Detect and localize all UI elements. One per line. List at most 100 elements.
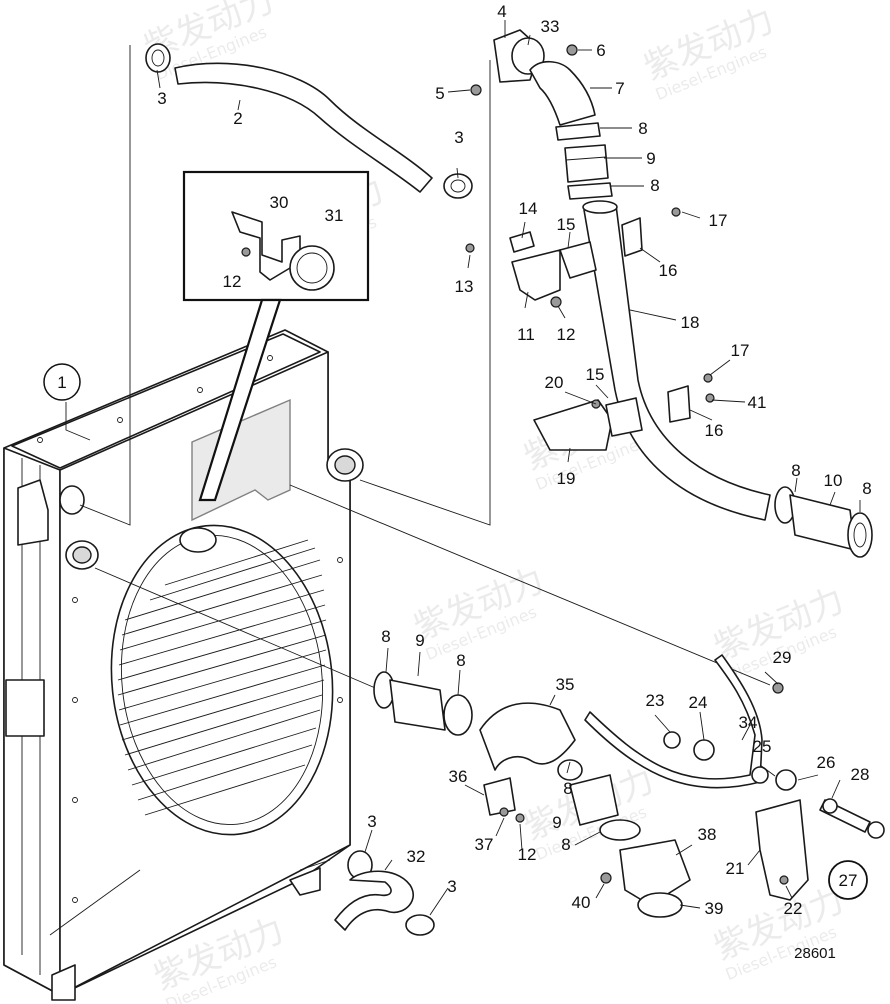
- upper-coolant-hose-group: [145, 43, 473, 199]
- part-39-gasket: [637, 892, 683, 918]
- label-3: 3: [454, 128, 463, 147]
- part-9-sleeve-left: [389, 679, 446, 731]
- lower-charge-air-group: [373, 654, 885, 918]
- label-13: 13: [455, 277, 474, 296]
- label-19: 19: [557, 469, 576, 488]
- label-8: 8: [862, 479, 871, 498]
- label-15: 15: [557, 215, 576, 234]
- part-8-clamp-upper: [555, 122, 601, 141]
- label-12: 12: [518, 845, 537, 864]
- part-8-clamp-right-b: [847, 512, 873, 558]
- label-17: 17: [709, 211, 728, 230]
- part-23-washer: [663, 731, 681, 749]
- label-17: 17: [731, 341, 750, 360]
- detail-frame: [182, 170, 370, 302]
- label-12: 12: [223, 272, 242, 291]
- label-9: 9: [552, 813, 561, 832]
- part-11-bracket: [511, 249, 561, 301]
- label-33: 33: [541, 17, 560, 36]
- part-36-bracket: [483, 777, 516, 816]
- part-24-bushing: [693, 739, 715, 761]
- label-28: 28: [851, 765, 870, 784]
- part-9-sleeve: [564, 144, 609, 183]
- part-34-stay: [584, 654, 763, 789]
- watermark-logo: 紫发动力 Diesel-Engines: [638, 0, 779, 104]
- label-9: 9: [415, 631, 424, 650]
- part-13-bolt: [465, 243, 475, 253]
- label-11: 11: [517, 325, 535, 344]
- label-30: 30: [270, 193, 289, 212]
- label-8: 8: [381, 627, 390, 646]
- label-9: 9: [646, 149, 655, 168]
- radiator-nameplate: [5, 679, 45, 737]
- callout-1-circle: [43, 363, 81, 401]
- part-16-upper-plate: [621, 217, 643, 257]
- part-18-pipe: [583, 204, 771, 521]
- part-19-bracket: [533, 399, 613, 451]
- label-41: 41: [748, 393, 767, 412]
- label-12: 12: [557, 325, 576, 344]
- part-12-upper-bolt: [550, 296, 562, 308]
- label-3: 3: [367, 812, 376, 831]
- part-12-lower-bolt: [515, 813, 525, 823]
- label-16: 16: [705, 421, 724, 440]
- callout-leaders: [65, 20, 861, 916]
- part-9-sleeve-lower: [569, 774, 619, 826]
- frame-bolts: [37, 355, 343, 903]
- label-31: 31: [325, 206, 344, 225]
- label-10: 10: [824, 471, 843, 490]
- part-15-lower-clamp: [605, 397, 643, 437]
- radiator-left-bracket: [17, 479, 49, 546]
- label-8: 8: [638, 119, 647, 138]
- label-37: 37: [475, 835, 494, 854]
- label-32: 32: [407, 847, 426, 866]
- part-8-clamp-lower-a: [557, 759, 583, 781]
- part-3-clamp-top: [145, 43, 171, 73]
- label-29: 29: [773, 648, 792, 667]
- label-27: 27: [839, 871, 858, 890]
- label-8: 8: [561, 835, 570, 854]
- label-23: 23: [646, 691, 665, 710]
- part-35-elbow: [479, 702, 576, 771]
- label-15: 15: [586, 365, 605, 384]
- part-38-flange: [619, 839, 691, 906]
- part-31-clamp: [289, 245, 335, 291]
- label-8: 8: [791, 461, 800, 480]
- part-6-nut: [566, 44, 578, 56]
- figure-number: 28601: [794, 945, 836, 962]
- label-4: 4: [497, 2, 506, 21]
- part-17-lower-bolt: [703, 373, 713, 383]
- part-41-bolt: [705, 393, 715, 403]
- label-14: 14: [519, 199, 538, 218]
- part-25-washer: [751, 766, 769, 784]
- part-14-clip: [509, 231, 535, 253]
- label-20: 20: [545, 373, 564, 392]
- detail-box: [182, 170, 370, 502]
- watermark-logo: 紫发动力 Diesel-Engines: [408, 560, 549, 664]
- label-40: 40: [572, 893, 591, 912]
- part-3-clamp-lower-b: [405, 914, 435, 936]
- label-7: 7: [615, 79, 624, 98]
- part-7-elbow: [529, 60, 596, 126]
- bracket-clamp-30-31: [179, 527, 217, 553]
- label-26: 26: [817, 753, 836, 772]
- label-16: 16: [659, 261, 678, 280]
- part-2-hose: [174, 62, 433, 193]
- label-8: 8: [456, 651, 465, 670]
- part-8-clamp-lower-b: [599, 819, 641, 841]
- label-5: 5: [435, 84, 444, 103]
- lower-coolant-hose-group: [334, 850, 435, 936]
- detail-pointer: [198, 298, 282, 502]
- label-36: 36: [449, 767, 468, 786]
- radiator-assembly: [3, 329, 364, 1001]
- part-10-sleeve: [789, 494, 856, 551]
- connection-lines: [49, 45, 771, 936]
- part-8-clamp-lower: [567, 182, 613, 200]
- part-15-upper-clamp: [559, 241, 597, 279]
- part-29-bolt: [772, 682, 784, 694]
- part-labels: 1 2 3 3 4 33 5 6 7 8 9 8 14 15 17 16 13 …: [43, 2, 872, 962]
- part-40-bolt: [600, 872, 612, 884]
- label-25: 25: [753, 737, 772, 756]
- part-16-lower-plate: [667, 385, 691, 423]
